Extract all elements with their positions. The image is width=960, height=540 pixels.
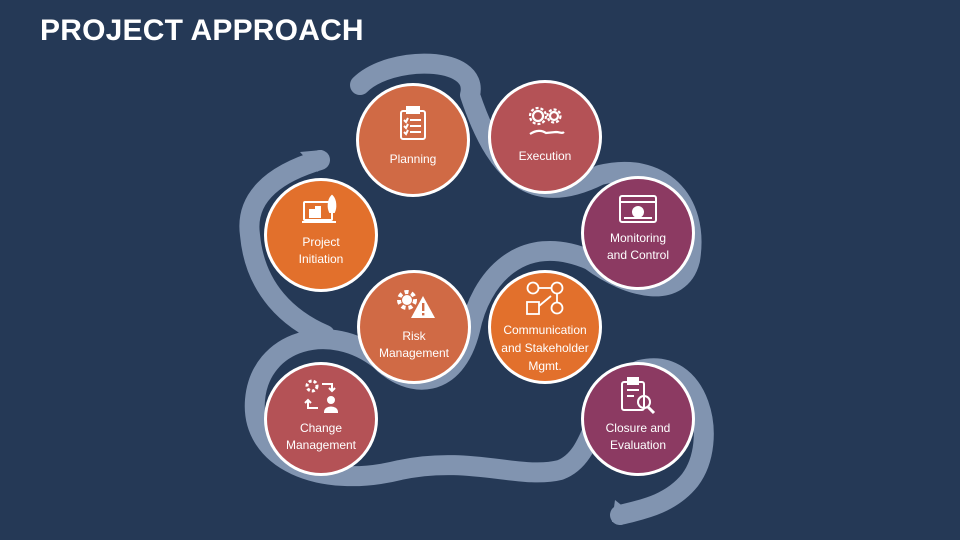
step-execution: Execution bbox=[488, 80, 602, 194]
risk-label-line1: Risk bbox=[402, 329, 426, 343]
risk-circle bbox=[360, 273, 468, 381]
step-change: Change Management bbox=[264, 362, 378, 476]
clipboard-magnifier-icon bbox=[621, 377, 656, 415]
step-monitoring: Monitoring and Control bbox=[581, 176, 695, 290]
change-label-line2: Management bbox=[286, 438, 357, 452]
ribbon-arrow-top bbox=[300, 150, 322, 172]
closure-circle bbox=[584, 365, 692, 473]
communication-label-line3: Mgmt. bbox=[528, 359, 561, 373]
gear-warning-icon bbox=[397, 290, 435, 318]
ribbon-arrow-left bbox=[305, 318, 328, 342]
execution-circle bbox=[491, 83, 599, 191]
gear-person-cycle-icon bbox=[304, 379, 339, 413]
monitoring-label-line1: Monitoring bbox=[610, 231, 666, 245]
initiation-label-line1: Project bbox=[302, 235, 340, 249]
closure-label-line1: Closure and bbox=[606, 421, 671, 435]
step-communication: Communication and Stakeholder Mgmt. bbox=[488, 270, 602, 384]
initiation-label-line2: Initiation bbox=[299, 252, 344, 266]
closure-label-line2: Evaluation bbox=[610, 438, 666, 452]
change-label-line1: Change bbox=[300, 421, 342, 435]
monitor-gear-icon bbox=[619, 195, 657, 223]
communication-circle bbox=[491, 273, 599, 381]
change-circle bbox=[267, 365, 375, 473]
risk-label-line2: Management bbox=[379, 346, 450, 360]
monitoring-circle bbox=[584, 179, 692, 287]
initiation-circle bbox=[267, 181, 375, 289]
step-initiation: Project Initiation bbox=[264, 178, 378, 292]
laptop-rocket-icon bbox=[302, 194, 337, 223]
planning-label: Planning bbox=[390, 152, 437, 166]
monitoring-label-line2: and Control bbox=[607, 248, 669, 262]
communication-label-line2: and Stakeholder bbox=[501, 341, 588, 355]
step-risk: Risk Management bbox=[357, 270, 471, 384]
people-network-icon bbox=[526, 281, 564, 315]
ribbon-arrow-bottom bbox=[612, 500, 640, 522]
communication-label-line1: Communication bbox=[503, 323, 586, 337]
gears-hand-icon bbox=[528, 106, 565, 135]
step-closure: Closure and Evaluation bbox=[581, 362, 695, 476]
clipboard-checklist-icon bbox=[400, 106, 426, 140]
step-planning: Planning bbox=[356, 83, 470, 197]
execution-label: Execution bbox=[519, 149, 572, 163]
page-title: PROJECT APPROACH bbox=[40, 14, 364, 47]
